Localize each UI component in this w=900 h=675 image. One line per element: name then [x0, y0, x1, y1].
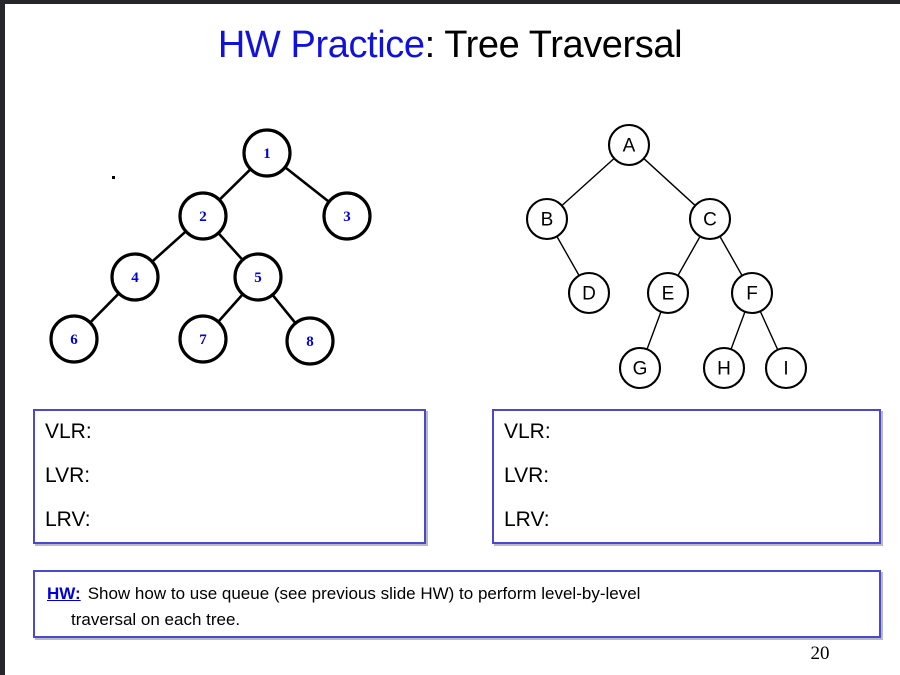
alphabetic-tree-node-circle-C: [688, 197, 732, 241]
left-vlr-label: VLR:: [45, 420, 92, 443]
numeric-tree-node-label-3: 3: [343, 209, 351, 225]
numeric-tree-node-circle-1: [242, 128, 292, 178]
hw-line-2: traversal on each tree.: [71, 610, 241, 629]
numeric-tree-edge-n2-n4: [150, 229, 188, 264]
numeric-tree-edge-n5-n8: [270, 292, 298, 326]
numeric-tree-node-label-6: 6: [70, 332, 78, 348]
numeric-tree-node-label-5: 5: [254, 270, 262, 286]
numeric-tree-node-2: 2: [178, 191, 228, 241]
numeric-tree-node-3: 3: [322, 191, 372, 241]
alphabetic-tree-node-F: F: [730, 271, 774, 315]
numeric-tree-node-7: 7: [178, 314, 228, 364]
alphabetic-tree-node-label-C: C: [703, 210, 717, 231]
alphabetic-tree-node-label-B: B: [541, 210, 554, 231]
alphabetic-tree-node-E: E: [646, 271, 690, 315]
alphabetic-tree-node-B: B: [525, 197, 569, 241]
alphabetic-tree-node-label-G: G: [633, 359, 648, 380]
alphabetic-tree-edge-C-F: [718, 234, 744, 278]
alphabetic-tree-diagram: A B C D E F G H I: [525, 123, 808, 390]
page-title: HW Practice: Tree Traversal: [0, 24, 900, 67]
numeric-tree-edge-n1-n2: [217, 167, 253, 202]
alphabetic-tree-node-label-A: A: [623, 136, 636, 157]
numeric-tree-node-4: 4: [110, 252, 160, 302]
numeric-tree-node-circle-6: [49, 314, 99, 364]
alphabetic-tree-edge-A-B: [560, 157, 616, 207]
alphabetic-tree-node-circle-A: [607, 123, 651, 167]
alphabetic-tree-node-circle-G: [618, 346, 662, 390]
alphabetic-tree-node-circle-F: [730, 271, 774, 315]
numeric-tree-node-circle-3: [322, 191, 372, 241]
numeric-tree-nodes: 1 2 3 4 5 6 7 8: [49, 128, 372, 366]
hw-note-box: HW: Show how to use queue (see previous s…: [33, 570, 881, 638]
slide-top-edge: [0, 0, 900, 4]
alphabetic-tree-node-label-I: I: [783, 359, 788, 380]
stray-dot-artifact: [112, 176, 115, 179]
numeric-tree-node-circle-5: [233, 252, 283, 302]
right-vlr-label: VLR:: [504, 420, 551, 443]
alphabetic-tree-node-label-H: H: [717, 359, 731, 380]
numeric-tree-node-label-4: 4: [131, 270, 139, 286]
numeric-tree-edges: [88, 165, 332, 326]
title-highlight: HW Practice: [217, 24, 425, 66]
page-number: 20: [810, 643, 830, 664]
alphabetic-tree-node-G: G: [618, 346, 662, 390]
alphabetic-tree-node-I: I: [764, 346, 808, 390]
numeric-tree-node-label-1: 1: [263, 146, 271, 162]
alphabetic-tree-node-label-D: D: [582, 284, 596, 305]
alphabetic-tree-node-circle-D: [567, 271, 611, 315]
numeric-tree-node-label-2: 2: [199, 209, 207, 225]
alphabetic-tree-edge-F-I: [759, 309, 779, 352]
alphabetic-tree-node-circle-I: [764, 346, 808, 390]
numeric-tree-node-circle-2: [178, 191, 228, 241]
left-answer-box[interactable]: VLR: LVR: LRV:: [33, 409, 426, 544]
slide-left-edge: [0, 0, 5, 675]
alphabetic-tree-edge-E-G: [645, 310, 663, 351]
numeric-tree-edge-n4-n6: [88, 291, 121, 325]
right-lrv-label: LRV:: [504, 508, 550, 531]
numeric-tree-edge-n5-n7: [216, 292, 245, 324]
alphabetic-tree-node-H: H: [702, 346, 746, 390]
alphabetic-tree-nodes: A B C D E F G H I: [525, 123, 808, 390]
numeric-tree-node-circle-4: [110, 252, 160, 302]
numeric-tree-node-1: 1: [242, 128, 292, 178]
left-lrv-label: LRV:: [45, 508, 91, 531]
numeric-tree-diagram: 1 2 3 4 5 6 7 8: [49, 128, 372, 366]
alphabetic-tree-node-label-F: F: [746, 284, 758, 305]
hw-label: HW:: [47, 584, 81, 603]
left-lvr-label: LVR:: [45, 464, 91, 487]
title-rest: : Tree Traversal: [424, 24, 683, 66]
numeric-tree-node-5: 5: [233, 252, 283, 302]
numeric-tree-node-8: 8: [285, 316, 335, 366]
alphabetic-tree-edge-A-C: [642, 157, 697, 207]
hw-line-1: Show how to use queue (see previous slid…: [87, 584, 641, 603]
numeric-tree-edge-n2-n5: [216, 231, 245, 262]
numeric-tree-edge-n1-n3: [282, 165, 332, 204]
numeric-tree-node-label-8: 8: [306, 334, 314, 350]
numeric-tree-node-label-7: 7: [199, 332, 207, 348]
alphabetic-tree-node-D: D: [567, 271, 611, 315]
numeric-tree-node-circle-8: [285, 316, 335, 366]
alphabetic-tree-edge-F-H: [729, 310, 747, 351]
alphabetic-tree-node-label-E: E: [662, 284, 675, 305]
alphabetic-tree-node-C: C: [688, 197, 732, 241]
right-answer-box[interactable]: VLR: LVR: LRV:: [492, 409, 881, 544]
numeric-tree-node-circle-7: [178, 314, 228, 364]
alphabetic-tree-node-circle-B: [525, 197, 569, 241]
alphabetic-tree-node-circle-H: [702, 346, 746, 390]
alphabetic-tree-edge-C-E: [676, 234, 702, 278]
alphabetic-tree-edge-B-D: [555, 234, 581, 278]
alphabetic-tree-node-A: A: [607, 123, 651, 167]
alphabetic-tree-edges: [555, 157, 779, 352]
right-lvr-label: LVR:: [504, 464, 550, 487]
alphabetic-tree-node-circle-E: [646, 271, 690, 315]
hw-note-text: HW: Show how to use queue (see previous s…: [47, 581, 871, 633]
numeric-tree-node-6: 6: [49, 314, 99, 364]
